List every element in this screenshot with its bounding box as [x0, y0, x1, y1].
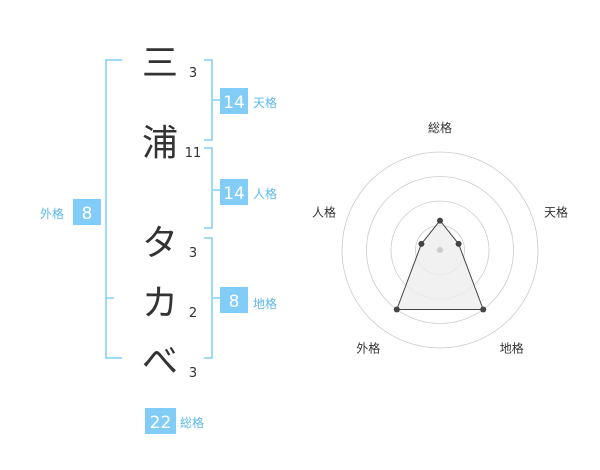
stroke-count-3: 3 — [189, 246, 197, 261]
radar-axis-label: 天格 — [544, 204, 568, 219]
radar-axis-label: 人格 — [312, 204, 336, 219]
radar-axis-label: 総格 — [428, 120, 452, 135]
radar-ring — [341, 151, 539, 349]
radar-points — [393, 217, 487, 313]
stroke-count-2: 11 — [185, 146, 202, 161]
soukaku-badge: 22 総格 — [145, 408, 204, 434]
stroke-count-1: 3 — [189, 66, 197, 81]
jinkaku-label: 人格 — [253, 186, 277, 201]
radar-axis-label: 外格 — [356, 341, 380, 356]
radar-point — [455, 240, 462, 247]
radar-rings — [341, 151, 539, 349]
tenkaku-badge: 14 天格 — [220, 88, 277, 114]
name-char-5: べ — [142, 341, 178, 382]
brackets — [105, 59, 220, 359]
radar-axis-label: 地格 — [500, 341, 524, 356]
name-char-2: 浦 — [142, 123, 178, 164]
jinkaku-badge: 14 人格 — [220, 179, 277, 205]
gaikaku-badge-box — [73, 199, 101, 225]
jinkaku-bracket — [204, 147, 213, 229]
chikaku-badge: 8 地格 — [220, 287, 277, 313]
jinkaku-badge-box — [220, 179, 248, 205]
name-column: 三 3 浦 11 タ 3 カ 2 べ 3 — [142, 43, 201, 382]
chikaku-bracket — [204, 237, 213, 359]
name-char-1: 三 — [142, 43, 178, 84]
radar-point — [418, 240, 425, 247]
radar-ring — [366, 176, 514, 324]
gaikaku-label: 外格 — [40, 206, 64, 221]
soukaku-label: 総格 — [180, 415, 204, 430]
tenkaku-value: 14 — [223, 93, 245, 113]
radar-center-dot — [437, 247, 443, 253]
gaikaku-value: 8 — [82, 204, 93, 224]
soukaku-value: 22 — [150, 413, 172, 433]
name-char-4: カ — [142, 283, 178, 324]
stroke-count-5: 3 — [189, 366, 197, 381]
chikaku-label: 地格 — [253, 296, 277, 311]
gaikaku-badge: 外格 8 — [40, 199, 101, 225]
radar-point — [437, 217, 443, 224]
name-char-3: タ — [142, 223, 178, 264]
radar-area — [396, 219, 484, 310]
tenkaku-label: 天格 — [253, 95, 277, 110]
chikaku-value: 8 — [229, 292, 240, 312]
radar-point — [480, 306, 487, 313]
soukaku-badge-box — [145, 408, 176, 434]
gaikaku-bracket — [105, 59, 122, 359]
tenkaku-bracket — [204, 59, 213, 141]
chikaku-badge-box — [220, 287, 248, 313]
jinkaku-value: 14 — [223, 184, 245, 204]
radar-point — [393, 306, 400, 313]
tenkaku-badge-box — [220, 88, 248, 114]
stroke-count-4: 2 — [189, 306, 197, 321]
